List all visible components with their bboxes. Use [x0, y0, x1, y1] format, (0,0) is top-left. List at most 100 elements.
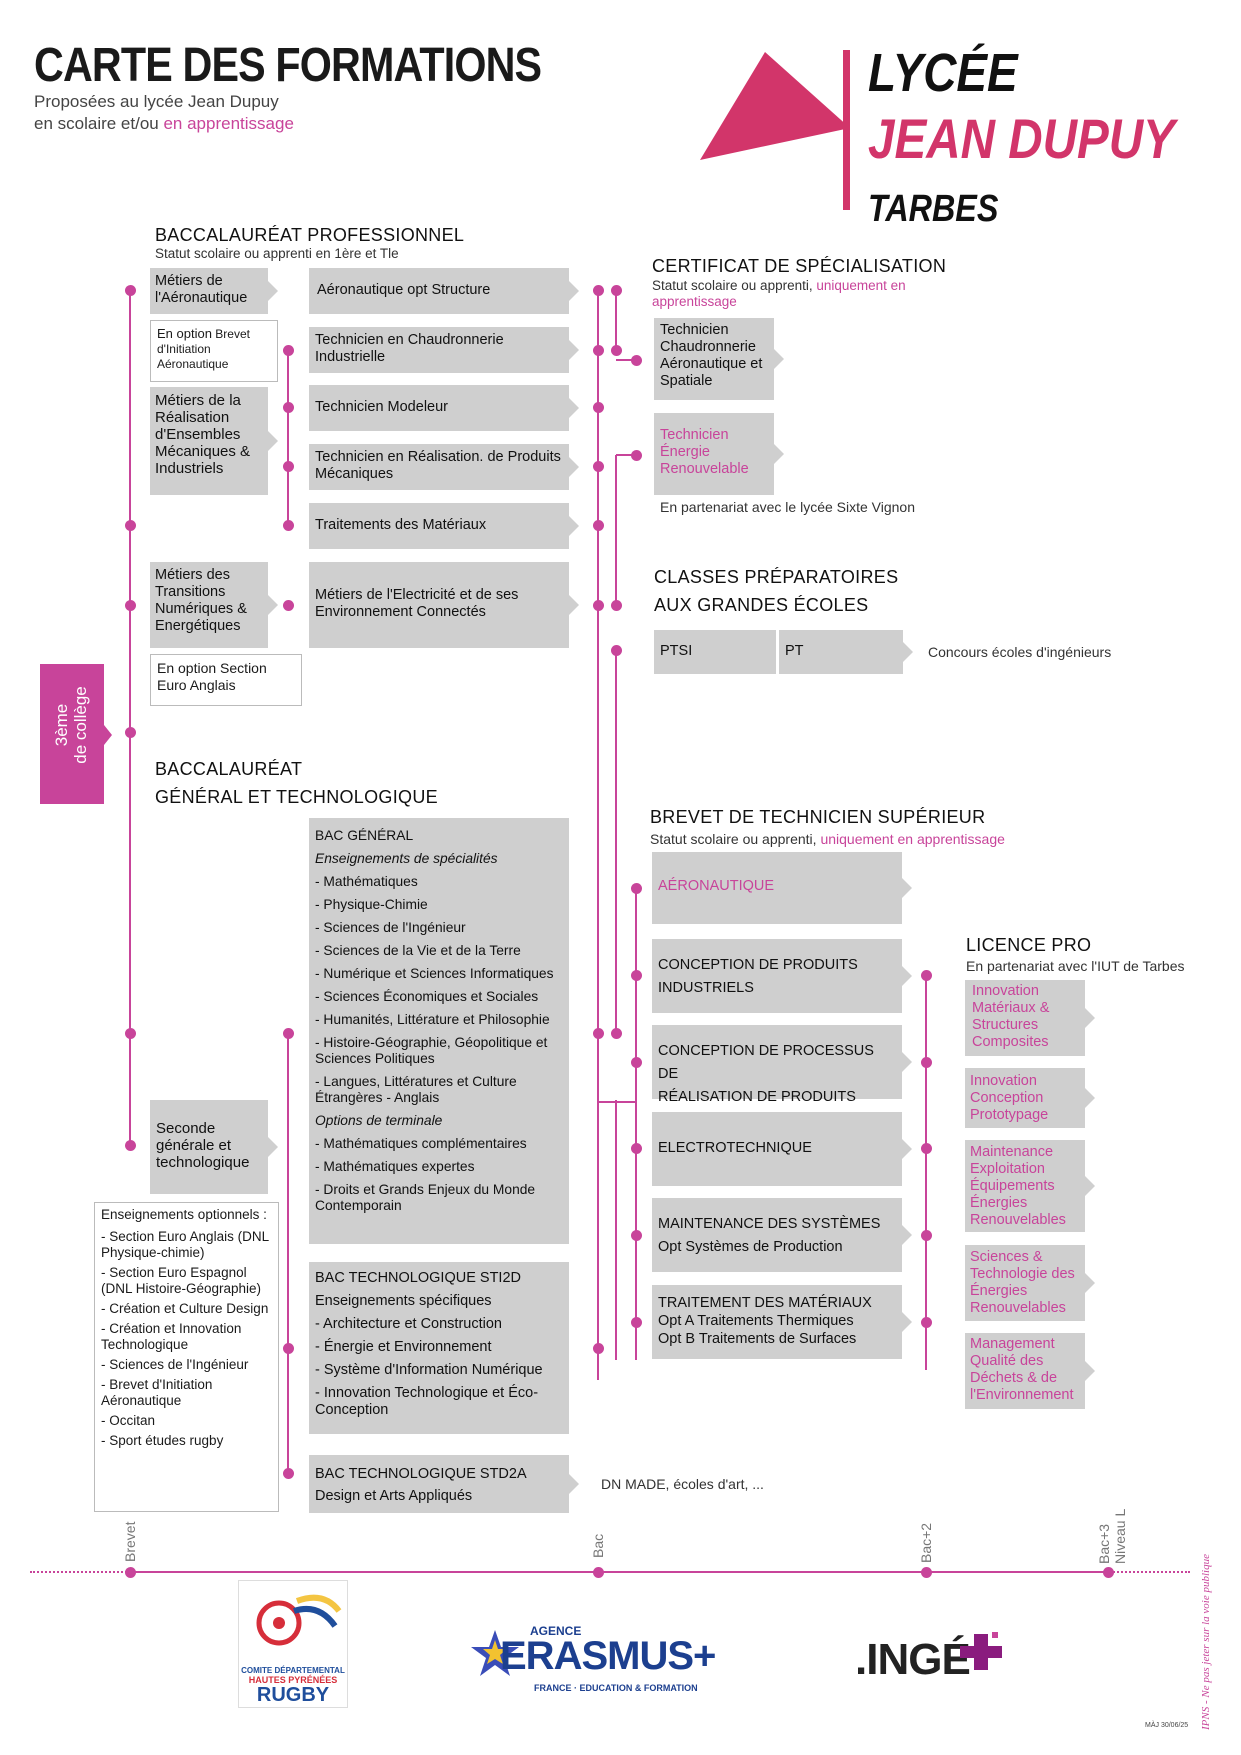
opt-item: - Droits et Grands Enjeux du Monde Conte…	[315, 1182, 536, 1213]
bts-traitement-l3: Opt B Traitements de Surfaces	[658, 1331, 857, 1347]
bts-traitement: TRAITEMENT DES MATÉRIAUX Opt A Traitemen…	[652, 1285, 912, 1359]
page-subtitle: Proposées au lycée Jean Dupuy en scolair…	[34, 91, 294, 135]
bacgt-title-1: BACCALAURÉAT	[155, 759, 303, 779]
options-title: Enseignements optionnels :	[101, 1207, 267, 1222]
bts-cpi-l2: INDUSTRIELS	[658, 980, 754, 996]
spec-item: - Langues, Littératures et Culture Étran…	[315, 1074, 517, 1105]
node-dot	[282, 344, 294, 356]
cpge-title-2: AUX GRANDES ÉCOLES	[654, 595, 869, 615]
sti2d-item: - Architecture et Construction	[315, 1316, 502, 1332]
connector-cs-b	[615, 455, 617, 610]
cs-status: Statut scolaire ou apprenti, uniquement …	[652, 278, 932, 310]
option-bia-text: Brevet d'Initiation Aéronautique	[157, 327, 250, 371]
cs-status-text: Statut scolaire ou apprenti,	[652, 278, 817, 293]
node-dot	[124, 1139, 136, 1151]
bac-std2a: BAC TECHNOLOGIQUE STD2A Design et Arts A…	[309, 1455, 579, 1513]
logo-line-1: LYCÉE	[868, 43, 1018, 103]
family-numerique: Métiers des Transitions Numériques & Ene…	[150, 562, 278, 648]
node-dot	[610, 284, 622, 296]
family-aeronautique: Métiers de l'Aéronautique	[150, 268, 278, 314]
spec-item: - Humanités, Littérature et Philosophie	[315, 1012, 550, 1027]
subtitle-line-1: Proposées au lycée Jean Dupuy	[34, 92, 279, 111]
node-dot	[592, 599, 604, 611]
option-item: - Section Euro Espagnol (DNL Histoire-Gé…	[101, 1265, 262, 1296]
node-dot	[124, 1027, 136, 1039]
option-euro-text: Section Euro Anglais	[157, 660, 267, 693]
connector-bac	[597, 290, 599, 1380]
bts-traitement-l1: TRAITEMENT DES MATÉRIAUX	[658, 1295, 872, 1311]
bac-general: BAC GÉNÉRAL Enseignements de spécialités…	[309, 818, 569, 1244]
std2a-sub: Design et Arts Appliqués	[315, 1488, 473, 1504]
cs-chaudronnerie: Technicien Chaudronnerie Aéronautique et…	[654, 318, 784, 400]
bts-maintenance-l1: MAINTENANCE DES SYSTÈMES	[658, 1216, 881, 1232]
spec-item: - Sciences Économiques et Sociales	[315, 989, 539, 1004]
connector-cs-a	[615, 290, 617, 352]
bts-status: Statut scolaire ou apprenti, uniquement …	[650, 831, 1005, 847]
node-dot	[592, 284, 604, 296]
diploma-modeleur: Technicien Modeleur	[309, 385, 579, 431]
node-dot	[920, 1142, 932, 1154]
bac-sti2d: BAC TECHNOLOGIQUE STI2D Enseignements sp…	[309, 1262, 569, 1434]
node-dot	[124, 284, 136, 296]
side-label-line-1: 3ème	[52, 703, 71, 747]
node-dot	[920, 1229, 932, 1241]
bacpro-status: Statut scolaire ou apprenti en 1ère et T…	[155, 246, 399, 261]
connector-cpge	[615, 650, 617, 1035]
bts-cpi: CONCEPTION DE PRODUITS INDUSTRIELS	[652, 939, 912, 1013]
timeline-bac: Bac	[590, 1533, 606, 1558]
side-label-3eme	[40, 664, 104, 804]
licence-maintenance: Maintenance Exploitation Équipements Éne…	[965, 1140, 1095, 1232]
std2a-title: BAC TECHNOLOGIQUE STD2A	[315, 1466, 527, 1482]
connector-bacpro-meca	[287, 350, 289, 527]
node-dot	[282, 1342, 294, 1354]
spec-item: - Mathématiques	[315, 874, 418, 889]
erasmus-sub: FRANCE · EDUCATION & FORMATION	[534, 1683, 698, 1693]
opt-item: - Mathématiques expertes	[315, 1159, 475, 1174]
bts-cprp-l2: RÉALISATION DE PRODUITS	[658, 1089, 856, 1105]
sti2d-sub: Enseignements spécifiques	[315, 1293, 492, 1309]
node-dot	[610, 344, 622, 356]
bts-aeronautique: AÉRONAUTIQUE	[652, 852, 912, 924]
bts-title: BREVET DE TECHNICIEN SUPÉRIEUR	[650, 807, 986, 827]
cpge-title-1: CLASSES PRÉPARATOIRES	[654, 567, 899, 587]
option-item: - Création et Innovation Technologique	[101, 1321, 242, 1352]
side-label-text: 3ème de collège	[52, 670, 90, 780]
side-label-arrow-icon	[104, 725, 112, 745]
sti2d-item: - Énergie et Environnement	[315, 1339, 492, 1355]
bts-cpi-l1: CONCEPTION DE PRODUITS	[658, 957, 858, 973]
cs-partnership: En partenariat avec le lycée Sixte Vigno…	[660, 499, 916, 515]
node-dot	[282, 519, 294, 531]
connector-cs-h2	[616, 454, 636, 456]
sti2d-item: - Innovation Technologique et Éco-Concep…	[315, 1385, 539, 1418]
cpge-outcome: Concours écoles d'ingénieurs	[928, 644, 1112, 660]
timeline-dot-bac	[592, 1566, 604, 1578]
cs-energie: Technicien Énergie Renouvelable	[654, 413, 784, 495]
inge-plus-icon	[960, 1632, 1002, 1670]
node-dot	[630, 882, 642, 894]
rugby-logo: COMITE DÉPARTEMENTAL HAUTES PYRÉNÉES RUG…	[238, 1580, 348, 1708]
licence-management: Management Qualité des Déchets & de l'En…	[965, 1333, 1095, 1409]
timeline-axis	[130, 1571, 1108, 1573]
node-dot	[592, 401, 604, 413]
bacgt-title-2: GÉNÉRAL ET TECHNOLOGIQUE	[155, 787, 438, 807]
erasmus-logo: AGENCE ERASMUS+ FRANCE · EDUCATION & FOR…	[470, 1620, 740, 1700]
rugby-l2: HAUTES PYRÉNÉES	[248, 1675, 338, 1685]
logo-bar	[843, 50, 850, 210]
bts-cprp: CONCEPTION DE PROCESSUS DE RÉALISATION D…	[652, 1025, 912, 1105]
erasmus-agence: AGENCE	[530, 1624, 582, 1638]
diploma-electricite: Métiers de l'Electricité et de ses Envir…	[309, 562, 579, 648]
node-dot	[592, 344, 604, 356]
licence-materiaux: Innovation Matériaux & Structures Compos…	[965, 980, 1095, 1056]
option-item: - Sciences de l'Ingénieur	[101, 1357, 249, 1372]
family-mecanique: Métiers de la Réalisation d'Ensembles Mé…	[150, 387, 278, 495]
bacpro-title: BACCALAURÉAT PROFESSIONNEL	[155, 225, 465, 245]
option-euro-prefix: En option	[157, 660, 217, 676]
node-dot	[920, 1056, 932, 1068]
rugby-l3: RUGBY	[256, 1684, 330, 1706]
node-dot	[592, 460, 604, 472]
bts-cprp-l1: CONCEPTION DE PROCESSUS DE	[658, 1043, 874, 1082]
spec-item: - Histoire-Géographie, Géopolitique et S…	[315, 1035, 548, 1066]
diploma-rpm: Technicien en Réalisation. de Produits M…	[309, 444, 579, 490]
subtitle-line-2: en scolaire et/ou en apprentissage	[34, 113, 294, 135]
connector-bts-a	[615, 1100, 617, 1360]
